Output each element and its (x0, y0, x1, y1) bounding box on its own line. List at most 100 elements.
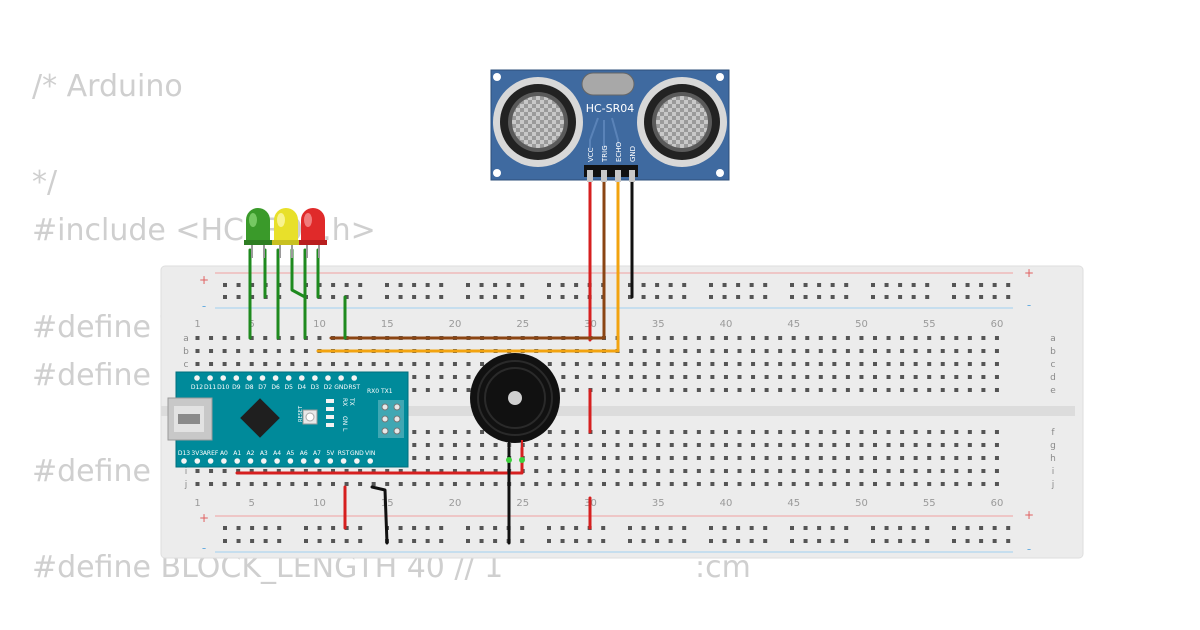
breadboard-hole[interactable] (913, 443, 918, 447)
breadboard-hole[interactable] (967, 430, 972, 434)
breadboard-hole[interactable] (994, 375, 999, 379)
rail-hole[interactable] (749, 539, 754, 543)
rail-hole[interactable] (668, 526, 673, 530)
rail-hole[interactable] (628, 295, 632, 299)
breadboard-hole[interactable] (629, 443, 634, 447)
breadboard-hole[interactable] (602, 456, 606, 460)
breadboard-hole[interactable] (425, 388, 430, 392)
breadboard-hole[interactable] (940, 375, 945, 379)
breadboard-hole[interactable] (561, 362, 566, 366)
breadboard-hole[interactable] (602, 388, 606, 392)
breadboard-hole[interactable] (588, 375, 593, 379)
breadboard-hole[interactable] (466, 443, 471, 447)
breadboard-hole[interactable] (696, 469, 701, 473)
rail-hole[interactable] (763, 283, 768, 287)
breadboard-hole[interactable] (263, 362, 268, 366)
breadboard-hole[interactable] (669, 482, 674, 486)
breadboard-hole[interactable] (480, 456, 485, 460)
breadboard-hole[interactable] (642, 443, 647, 447)
breadboard-hole[interactable] (913, 469, 918, 473)
rail-hole[interactable] (709, 283, 713, 287)
breadboard-hole[interactable] (520, 482, 525, 486)
breadboard-hole[interactable] (981, 482, 986, 486)
breadboard-hole[interactable] (290, 362, 295, 366)
wire-echo-orange[interactable] (316, 178, 620, 353)
rail-hole[interactable] (628, 526, 632, 530)
breadboard-hole[interactable] (994, 388, 999, 392)
rail-hole[interactable] (574, 295, 579, 299)
rail-hole[interactable] (425, 539, 430, 543)
breadboard-hole[interactable] (751, 375, 756, 379)
breadboard-hole[interactable] (737, 469, 742, 473)
breadboard-hole[interactable] (900, 443, 905, 447)
breadboard-hole[interactable] (683, 456, 688, 460)
breadboard-hole[interactable] (466, 456, 471, 460)
breadboard-hole[interactable] (561, 443, 566, 447)
breadboard-hole[interactable] (927, 456, 932, 460)
breadboard-hole[interactable] (222, 469, 227, 473)
breadboard-hole[interactable] (683, 362, 688, 366)
arduino-pin[interactable] (285, 375, 292, 381)
breadboard-hole[interactable] (344, 482, 349, 486)
breadboard-hole[interactable] (832, 456, 837, 460)
breadboard-hole[interactable] (886, 443, 891, 447)
breadboard-hole[interactable] (791, 375, 796, 379)
rail-hole[interactable] (992, 295, 997, 299)
arduino-pin[interactable] (194, 375, 200, 381)
breadboard-hole[interactable] (195, 349, 200, 353)
breadboard-hole[interactable] (832, 349, 837, 353)
breadboard-hole[interactable] (751, 362, 756, 366)
breadboard-hole[interactable] (818, 375, 823, 379)
breadboard-hole[interactable] (967, 443, 972, 447)
rail-hole[interactable] (425, 283, 430, 287)
breadboard-hole[interactable] (886, 336, 891, 340)
rail-hole[interactable] (749, 295, 754, 299)
breadboard-hole[interactable] (791, 349, 796, 353)
rail-hole[interactable] (911, 283, 916, 287)
breadboard-hole[interactable] (642, 349, 647, 353)
rail-hole[interactable] (992, 539, 997, 543)
breadboard-hole[interactable] (818, 469, 823, 473)
rail-hole[interactable] (722, 539, 727, 543)
rail-hole[interactable] (547, 526, 551, 530)
breadboard-hole[interactable] (642, 456, 647, 460)
breadboard-hole[interactable] (927, 388, 932, 392)
breadboard-hole[interactable] (764, 375, 769, 379)
rail-hole[interactable] (587, 539, 592, 543)
breadboard-hole[interactable] (534, 456, 539, 460)
breadboard-hole[interactable] (778, 482, 783, 486)
breadboard-hole[interactable] (493, 443, 498, 447)
breadboard-hole[interactable] (669, 349, 674, 353)
breadboard-hole[interactable] (737, 349, 742, 353)
rail-hole[interactable] (884, 295, 889, 299)
breadboard-hole[interactable] (913, 430, 918, 434)
led-green[interactable] (244, 208, 272, 258)
rail-hole[interactable] (223, 526, 227, 530)
breadboard-hole[interactable] (412, 362, 417, 366)
rail-hole[interactable] (844, 283, 849, 287)
breadboard-hole[interactable] (398, 469, 403, 473)
arduino-pin[interactable] (246, 375, 253, 381)
rail-hole[interactable] (560, 539, 565, 543)
wires[interactable] (235, 178, 634, 545)
breadboard-hole[interactable] (412, 469, 417, 473)
breadboard-hole[interactable] (480, 443, 485, 447)
breadboard-hole[interactable] (276, 349, 281, 353)
breadboard-hole[interactable] (737, 388, 742, 392)
breadboard-hole[interactable] (588, 443, 593, 447)
rail-hole[interactable] (709, 295, 713, 299)
rail-hole[interactable] (263, 526, 268, 530)
breadboard-hole[interactable] (832, 469, 837, 473)
breadboard-hole[interactable] (574, 362, 579, 366)
rail-hole[interactable] (547, 295, 551, 299)
breadboard-hole[interactable] (832, 388, 837, 392)
rail-hole[interactable] (412, 539, 417, 543)
breadboard-hole[interactable] (615, 375, 620, 379)
breadboard-hole[interactable] (452, 469, 457, 473)
breadboard-hole[interactable] (981, 349, 986, 353)
rail-hole[interactable] (655, 295, 660, 299)
arduino-pin[interactable] (314, 458, 320, 464)
rail-hole[interactable] (722, 295, 727, 299)
breadboard-hole[interactable] (236, 362, 241, 366)
breadboard-hole[interactable] (656, 482, 661, 486)
